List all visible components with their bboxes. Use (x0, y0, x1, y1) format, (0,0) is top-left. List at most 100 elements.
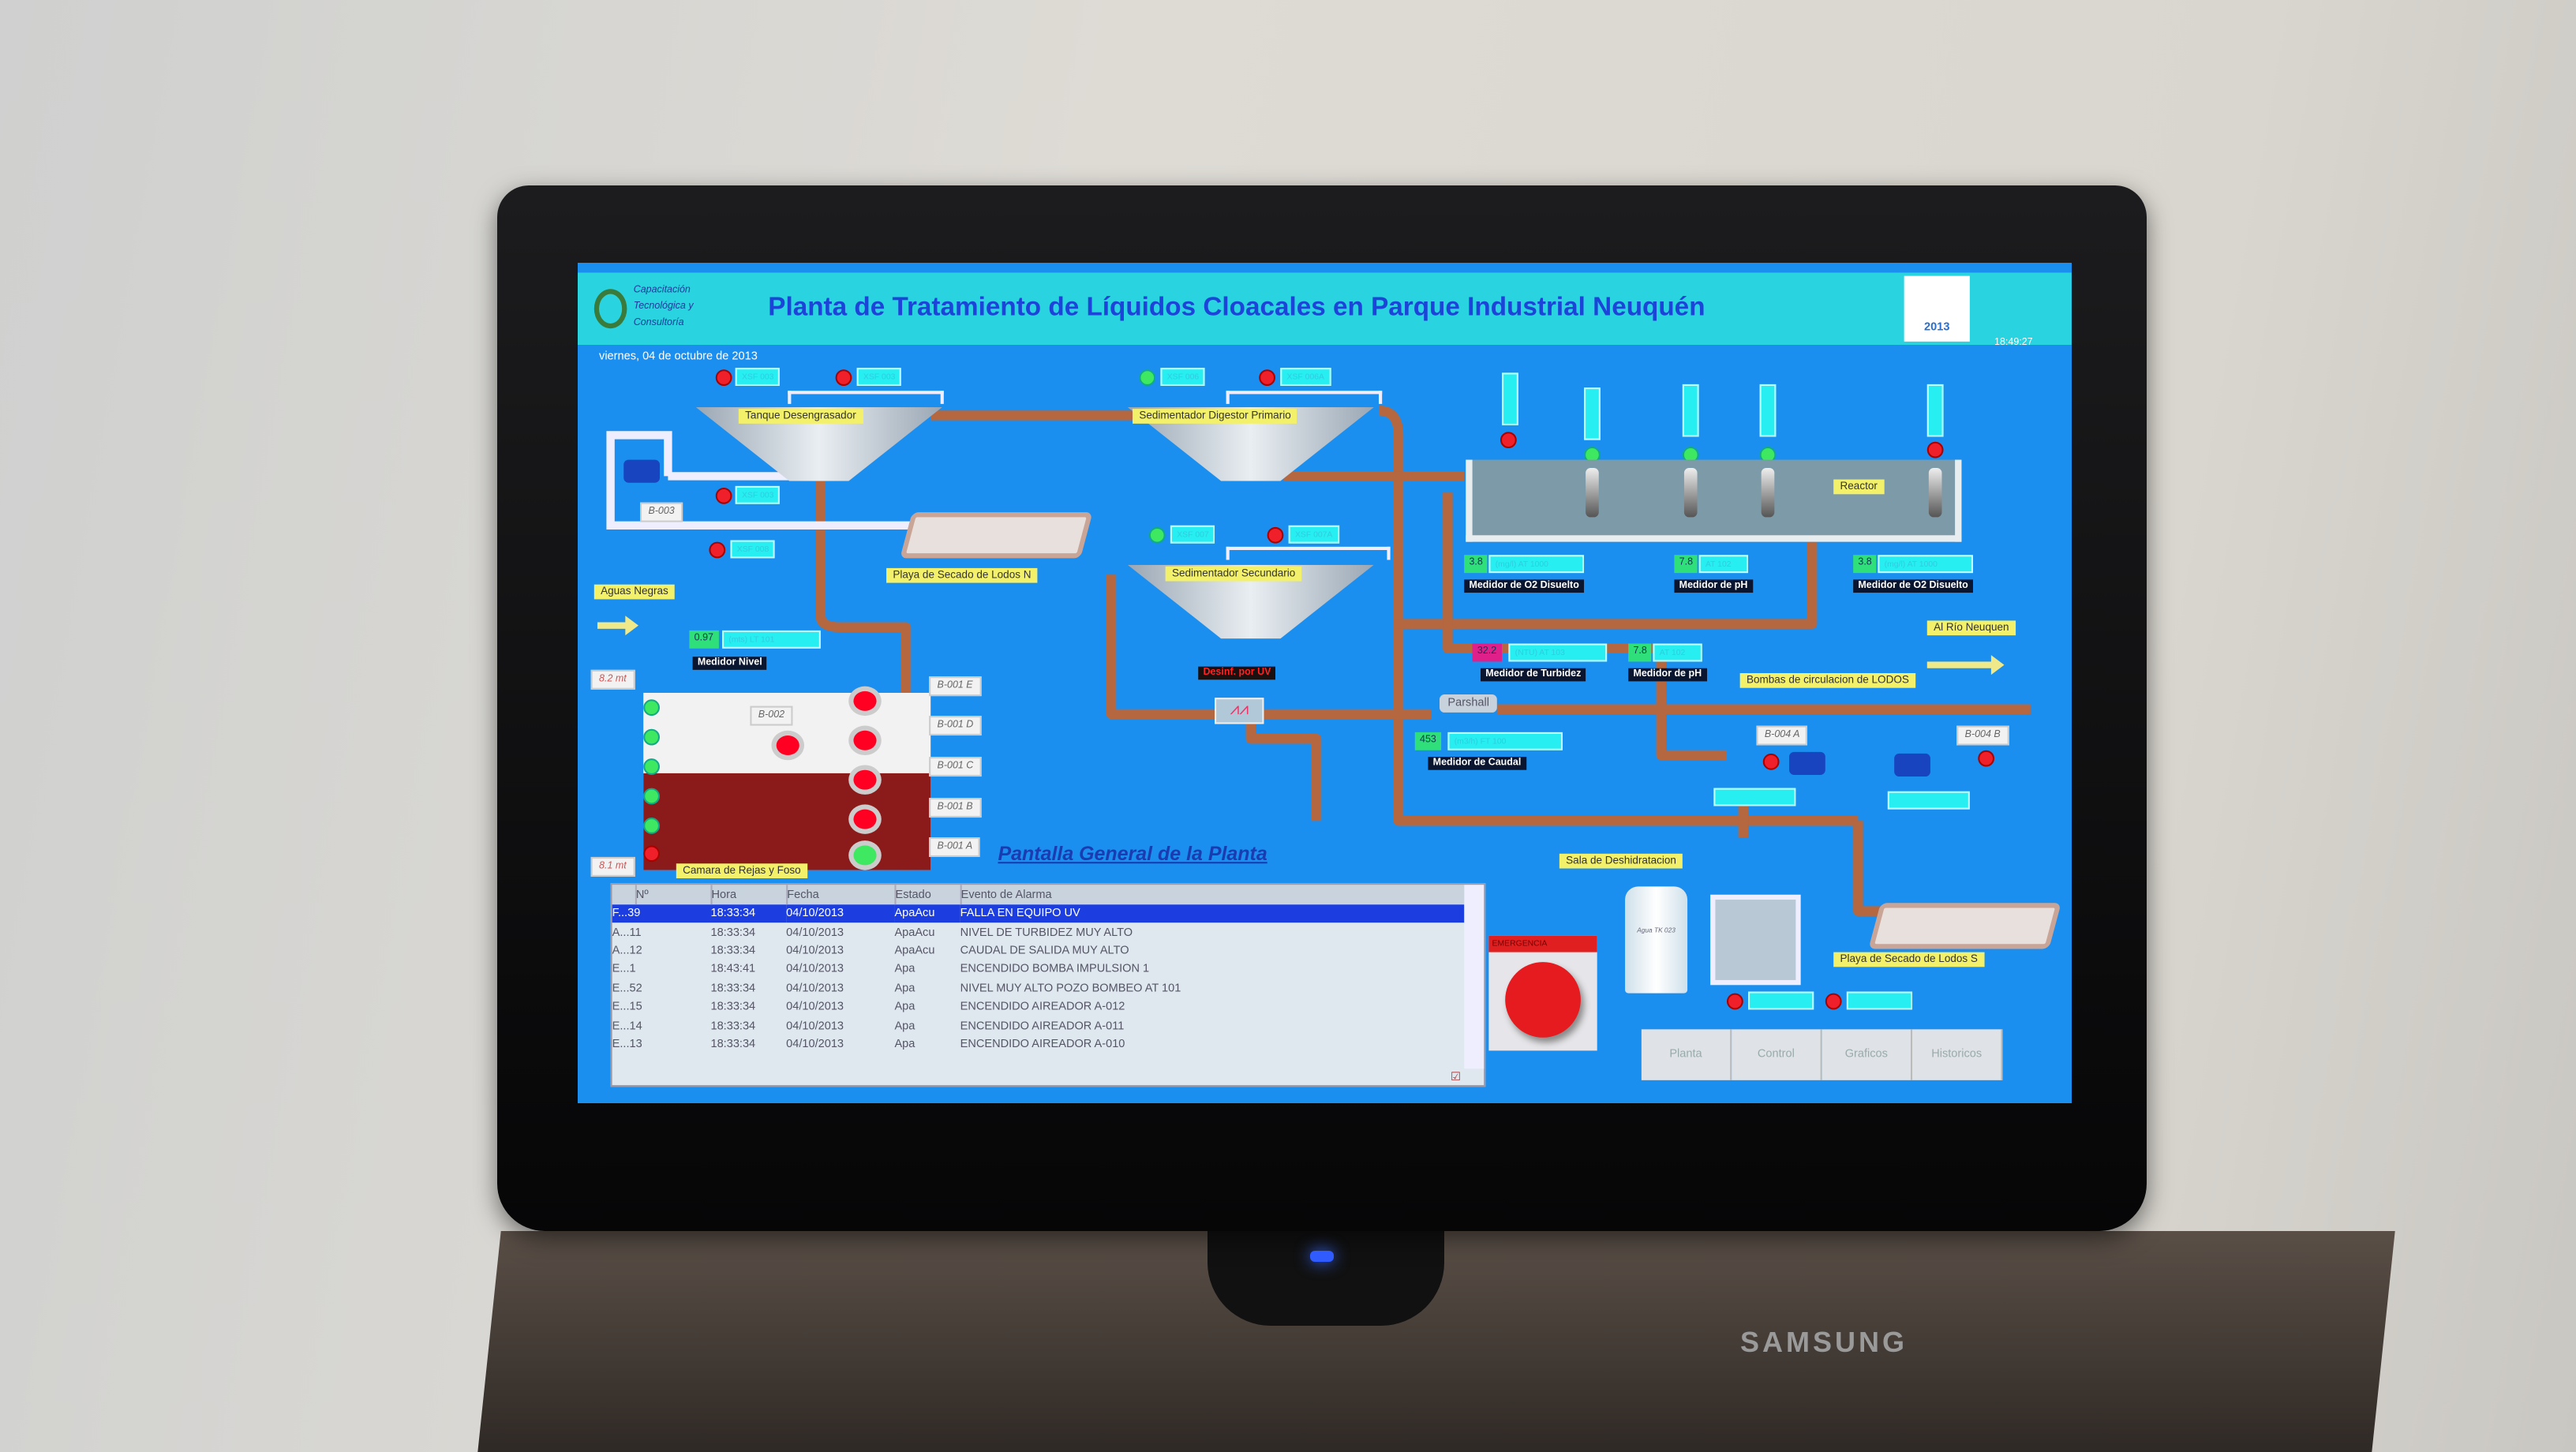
label-b001b: B-001 B (929, 798, 982, 818)
pump-b003-icon[interactable] (623, 459, 660, 483)
acknowledge-icon[interactable]: ☑ (1450, 1072, 1462, 1083)
level-switch-indicator (643, 758, 660, 775)
monitor-brand: SAMSUNG (1740, 1326, 1908, 1358)
col-numero[interactable]: Nº (635, 885, 712, 905)
aerator-icon[interactable] (1586, 468, 1599, 518)
ph-2-value: 7.8 (1628, 643, 1653, 662)
status-indicator-red[interactable] (1259, 369, 1275, 386)
status-indicator-red[interactable] (1500, 432, 1517, 449)
alarm-state: Apa (894, 964, 915, 976)
alarm-id: A...11 (612, 926, 642, 939)
pump-b001a-icon[interactable] (848, 840, 882, 870)
ph-1-unit: AT 102 (1698, 555, 1749, 574)
aerator-icon[interactable] (1683, 468, 1698, 518)
inflow-arrow-icon (597, 616, 638, 636)
outflow-arrow-icon (1926, 655, 2005, 675)
col-hora[interactable]: Hora (710, 885, 788, 905)
status-indicator-red[interactable] (715, 487, 732, 504)
col-estado[interactable]: Estado (894, 885, 961, 905)
nav-planta-button[interactable]: Planta (1641, 1029, 1732, 1080)
label-playa-s: Playa de Secado de Lodos S (1833, 952, 1985, 967)
vertical-tag (1502, 372, 1518, 425)
alarm-scrollbar[interactable] (1464, 885, 1485, 1069)
status-indicator-red[interactable] (835, 369, 852, 386)
alarm-time: 18:33:34 (710, 1020, 756, 1032)
caudal-label: Medidor de Caudal (1428, 757, 1526, 770)
brand-logo: 2013 (1904, 275, 1970, 342)
playa-secado-n (900, 512, 1093, 559)
pump-b001e-icon[interactable] (848, 686, 882, 717)
tag-label: XSF 003 (856, 368, 902, 386)
pump-b002-icon[interactable] (771, 730, 805, 761)
turbidez-value: 32.2 (1472, 643, 1502, 662)
status-indicator-green[interactable] (1139, 369, 1156, 386)
emergency-stop-button[interactable] (1505, 962, 1581, 1038)
status-indicator-red[interactable] (1978, 750, 1995, 767)
aerator-icon[interactable] (1928, 468, 1942, 518)
nav-graficos-button[interactable]: Graficos (1822, 1029, 1913, 1080)
pipe (815, 467, 912, 870)
alarm-date: 04/10/2013 (786, 1020, 844, 1032)
tag-label: XSF 007A (1288, 525, 1339, 544)
reactor-basin (1466, 459, 1962, 542)
alarm-time: 18:33:34 (710, 982, 756, 995)
nav-control-button[interactable]: Control (1732, 1029, 1822, 1080)
emergency-panel: EMERGENCIA (1488, 935, 1597, 1051)
pipe (1853, 821, 1891, 916)
vertical-tag (1759, 384, 1777, 437)
alarm-date: 04/10/2013 (786, 945, 844, 957)
alarm-state: ApaAcu (894, 945, 935, 957)
level-switch-indicator (643, 845, 660, 863)
pipe (1378, 405, 1859, 826)
aerator-icon[interactable] (1761, 468, 1775, 518)
pump-b004b-icon[interactable] (1894, 753, 1930, 777)
status-indicator-red[interactable] (1825, 993, 1842, 1010)
uv-unit-icon[interactable]: ⩘⩘ (1215, 698, 1264, 724)
alarm-event: ENCENDIDO AIREADOR A-012 (960, 1001, 1125, 1013)
status-indicator-red[interactable] (709, 541, 726, 559)
alarm-date: 04/10/2013 (786, 904, 895, 923)
alarm-state: Apa (894, 982, 915, 995)
status-indicator-red[interactable] (1727, 993, 1743, 1010)
label-b001a: B-001 A (929, 837, 981, 857)
label-b004a: B-004 A (1756, 725, 1808, 746)
label-rio: Al Río Neuquen (1926, 620, 2016, 636)
alarm-id: A...12 (612, 945, 642, 957)
o2-1-label: Medidor de O2 Disuelto (1464, 579, 1585, 593)
status-indicator-red[interactable] (715, 369, 732, 386)
nivel-label: Medidor Nivel (692, 657, 767, 670)
pump-b001c-icon[interactable] (848, 765, 882, 795)
pipe (1395, 541, 1818, 629)
turbidez-unit: (NTU) AT 103 (1508, 643, 1608, 662)
col-blank (612, 885, 636, 905)
nav-historicos-button[interactable]: Historicos (1912, 1029, 2003, 1080)
pump-b004a-icon[interactable] (1789, 751, 1825, 775)
monitor-stand (1208, 1231, 1444, 1326)
camara-rejas-foso (643, 692, 931, 870)
label-b004b: B-004 B (1956, 725, 2009, 746)
label-tanque: Tanque Desengrasador (738, 409, 863, 424)
pump-b001b-icon[interactable] (848, 804, 882, 834)
status-indicator-green[interactable] (1148, 526, 1166, 544)
tag-label (1713, 788, 1796, 806)
alarm-date: 04/10/2013 (786, 1038, 844, 1051)
col-fecha[interactable]: Fecha (786, 885, 896, 905)
ph-2-label: Medidor de pH (1628, 668, 1707, 682)
status-indicator-red[interactable] (1926, 441, 1944, 458)
caudal-unit: (m3/h) FT 100 (1447, 732, 1563, 750)
status-indicator-red[interactable] (1267, 526, 1284, 544)
col-evento[interactable]: Evento de Alarma (960, 885, 1466, 905)
ph-1-label: Medidor de pH (1674, 579, 1753, 593)
alarm-date: 04/10/2013 (786, 926, 844, 939)
pump-b001d-icon[interactable] (848, 725, 882, 755)
status-indicator-red[interactable] (1762, 753, 1780, 770)
